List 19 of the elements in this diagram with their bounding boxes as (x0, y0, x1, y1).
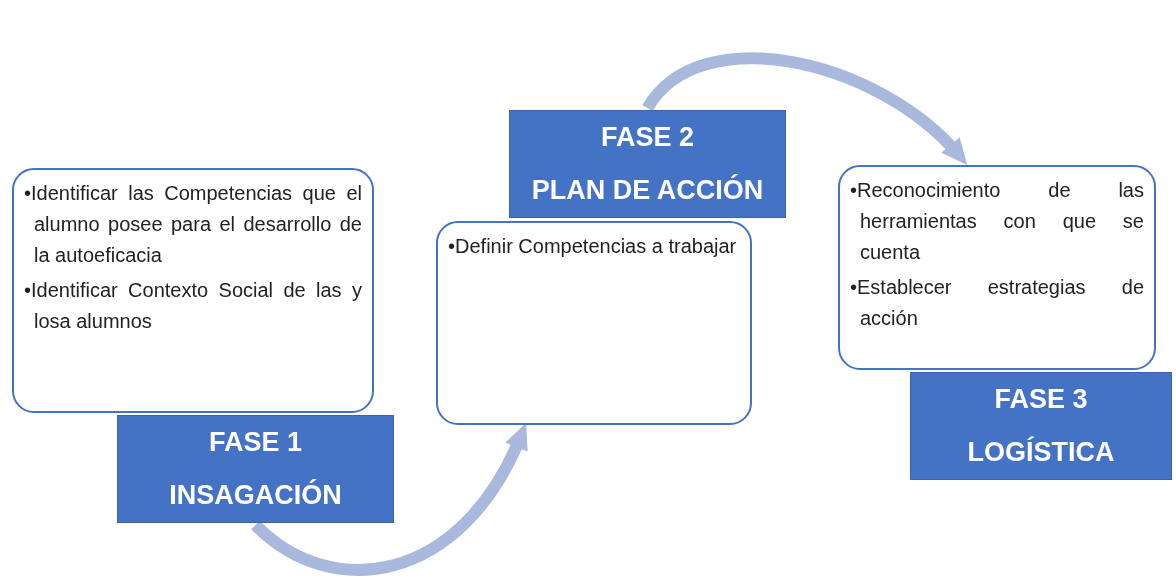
bullet-text: •Identificar las Competencias que el alumno posee para el desarrollo de la autoeficacia (24, 181, 362, 268)
bullet-text: •Reconocimiento de las herramientas con que se cuenta (850, 178, 1144, 265)
content-box (436, 221, 752, 425)
phase-header-box (117, 415, 394, 523)
phase-title: FASE 3 (994, 384, 1088, 415)
phase-title: FASE 2 (600, 122, 694, 153)
content-box (838, 165, 1156, 370)
phase-title: PLAN DE ACCIÓN (531, 175, 764, 206)
bullet-text: •Establecer estrategias de acción (850, 275, 1144, 331)
curved-arrow (251, 423, 527, 576)
bullet-text: •Identificar Contexto Social de las y losa alumnos (24, 278, 362, 334)
phase-header-box (509, 110, 786, 218)
phase-header-box (910, 372, 1172, 480)
phase-title: INSAGACIÓN (169, 480, 342, 511)
phase-title: LOGÍSTICA (967, 437, 1115, 468)
content-box (12, 168, 374, 413)
phase-title: FASE 1 (208, 427, 302, 458)
curved-arrow (642, 52, 968, 165)
bullet-text: •Definir Competencias a trabajar (448, 234, 738, 259)
